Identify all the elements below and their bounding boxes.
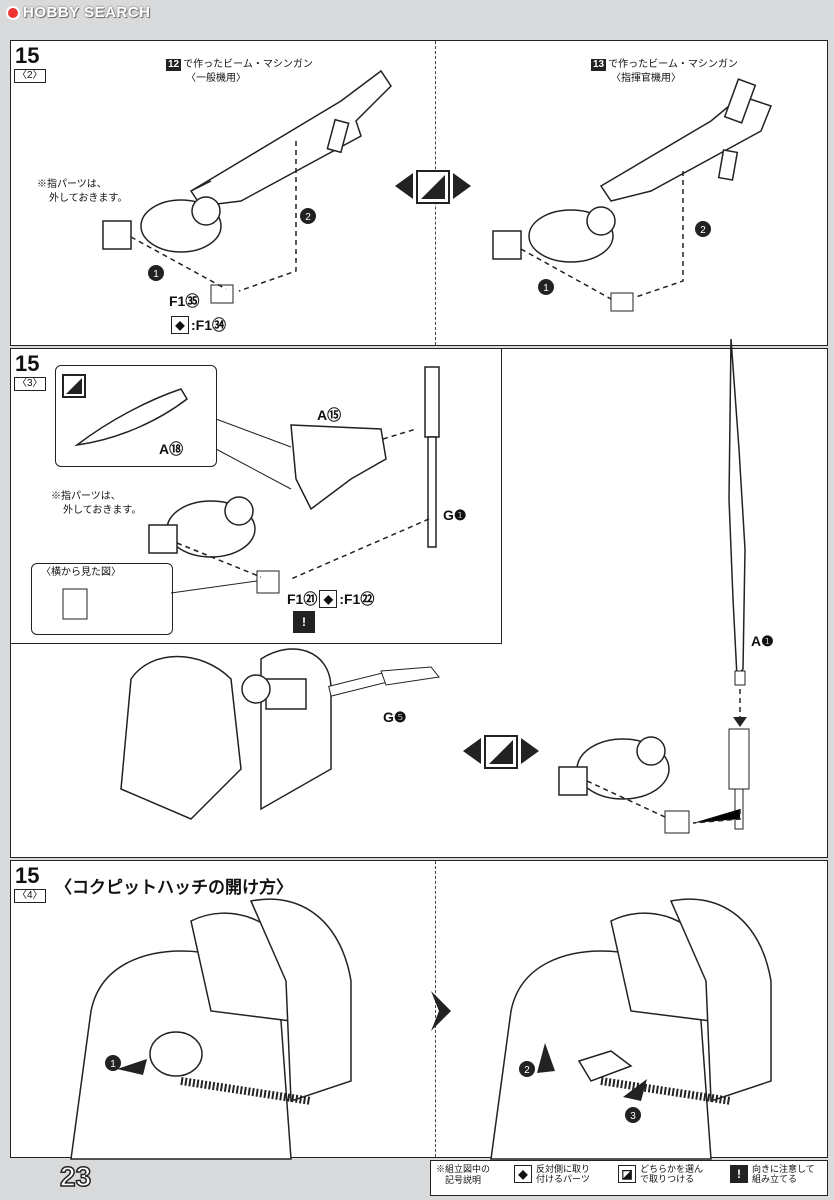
legend-title-line-1: ※組立図中の [436, 1164, 491, 1174]
step-number: 15 [15, 43, 40, 68]
fist-part [256, 570, 280, 594]
right-weapon-subtitle: 〈指揮官機用〉 [611, 73, 681, 84]
legend-caution: ! 向きに注意して 組み立てる [730, 1164, 815, 1184]
opposite-side-icon: ◆ [171, 316, 189, 334]
zaku-arm-body [120, 648, 332, 820]
step-15-3-panel: 15 〈3〉 A⑱ A⑮ G❶ ※指パーツは、 外しておきます。 〈横から見た図… [10, 338, 828, 858]
long-effect-part-a1 [728, 338, 746, 680]
hand-15-3-lower [558, 736, 670, 800]
finger-part-right [610, 292, 634, 312]
svg-text:2: 2 [524, 1065, 530, 1076]
part-label-f1-22: :F1㉒ [339, 591, 375, 607]
note-line-1: ※指パーツは、 [37, 179, 107, 190]
effect-part-a15 [290, 424, 387, 511]
part-label-alt: ◆ :F1㉞ [171, 315, 226, 335]
svg-text:1: 1 [153, 269, 159, 280]
legend-item3-line1: 向きに注意して [752, 1164, 815, 1174]
legend-item2-line1: どちらかを選ん [640, 1164, 704, 1174]
beam-machine-gun-general [189, 69, 392, 207]
page-number: 23 [59, 1160, 92, 1193]
legend-title: ※組立図中の 記号説明 [436, 1164, 490, 1186]
legend-opposite-side: ◆ 反対側に取り 付けるパーツ [514, 1164, 590, 1184]
step-15-4-panel: 15 〈4〉 〈コクピットハッチの開け方〉 1 2 3 [10, 860, 828, 1160]
hand-left-general [102, 196, 222, 253]
part-label-f1-21: F1㉑ [287, 591, 318, 607]
step-sub: 〈4〉 [14, 889, 46, 903]
legend-choose-one: ◪ どちらかを選ん で取りつける [618, 1164, 703, 1184]
part-g5-head [380, 666, 440, 686]
part-g5-bar [328, 671, 390, 697]
step-15-4-title: 〈コクピットハッチの開け方〉 [55, 878, 293, 897]
hand-right-commander [492, 206, 616, 263]
step-number: 15 [15, 351, 40, 376]
part-label-g1: G❶ [443, 507, 467, 523]
next-arrow-icon [431, 991, 451, 1031]
part-label-a15: A⑮ [317, 407, 342, 423]
side-view-label: 〈横から見た図〉 [41, 567, 121, 578]
step-15-2-illustration: 1 2 1 2 [102, 69, 772, 312]
part-label-a18: A⑱ [159, 441, 184, 457]
right-weapon-title-text: で作ったビーム・マシンガン [608, 59, 738, 70]
left-weapon-title-text: で作ったビーム・マシンガン [183, 59, 313, 70]
legend-item2-line2: で取りつける [640, 1174, 695, 1184]
zaku-chest-closed [70, 898, 352, 1160]
beam-machine-gun-commander [599, 78, 772, 202]
step-sub: 〈3〉 [14, 377, 46, 391]
step-15-3-illustration [62, 338, 750, 834]
fist-part-lower [664, 810, 690, 834]
choose-one-icon: ◪ [618, 1165, 636, 1183]
legend-title-line-2: 記号説明 [445, 1175, 482, 1185]
effect-part-a18 [74, 388, 188, 447]
step-number: 15 [15, 863, 40, 888]
part-label-f1-34: :F1㉞ [191, 317, 226, 333]
side-view-inset [31, 563, 173, 635]
vertical-divider [435, 861, 436, 1157]
caution-icon: ! [293, 611, 315, 633]
part-label-f1-21-group: F1㉑ ◆ :F1㉒ [287, 589, 374, 609]
choose-one-icon [463, 735, 539, 769]
handle-rod [427, 436, 437, 548]
legend-item3-line2: 組み立てる [752, 1174, 798, 1184]
watermark: HOBBY SEARCH [6, 4, 150, 21]
choose-one-icon [395, 170, 471, 204]
svg-text:3: 3 [630, 1111, 636, 1122]
step-sub: 〈2〉 [14, 69, 46, 83]
left-weapon-subtitle: 〈一般機用〉 [186, 73, 246, 84]
hobby-search-logo-icon [6, 5, 20, 20]
step-ref-badge: 13 [591, 59, 607, 71]
grip-lower [728, 728, 750, 790]
svg-text:2: 2 [700, 225, 706, 236]
opposite-side-icon: ◆ [514, 1165, 532, 1183]
caution-icon: ! [730, 1165, 748, 1183]
hand-15-3 [148, 496, 256, 558]
opposite-side-icon: ◆ [319, 590, 338, 608]
finger-part [210, 284, 234, 304]
part-label-f1-35: F1㉟ [169, 293, 200, 309]
svg-text:2: 2 [305, 212, 311, 223]
legend-item1-line2: 付けるパーツ [536, 1174, 590, 1184]
note-line-2: 外しておきます。 [63, 505, 142, 516]
part-label-a1: A❶ [751, 633, 774, 649]
side-view-fist [62, 588, 88, 620]
watermark-text: HOBBY SEARCH [23, 4, 151, 21]
zaku-chest-open [490, 898, 772, 1160]
handle-grip [424, 366, 440, 438]
part-label-g5: G❺ [383, 709, 407, 725]
sub-area-upper [11, 349, 502, 644]
svg-text:1: 1 [543, 283, 549, 294]
note-line-1: ※指パーツは、 [51, 491, 121, 502]
step-ref-badge: 12 [166, 59, 182, 71]
note-line-2: 外しておきます。 [49, 193, 128, 204]
choose-icon-small [62, 374, 86, 398]
legend-item1-line1: 反対側に取り [536, 1164, 591, 1174]
svg-text:1: 1 [110, 1059, 116, 1070]
step-15-4-illustration: 1 2 3 [70, 898, 772, 1160]
